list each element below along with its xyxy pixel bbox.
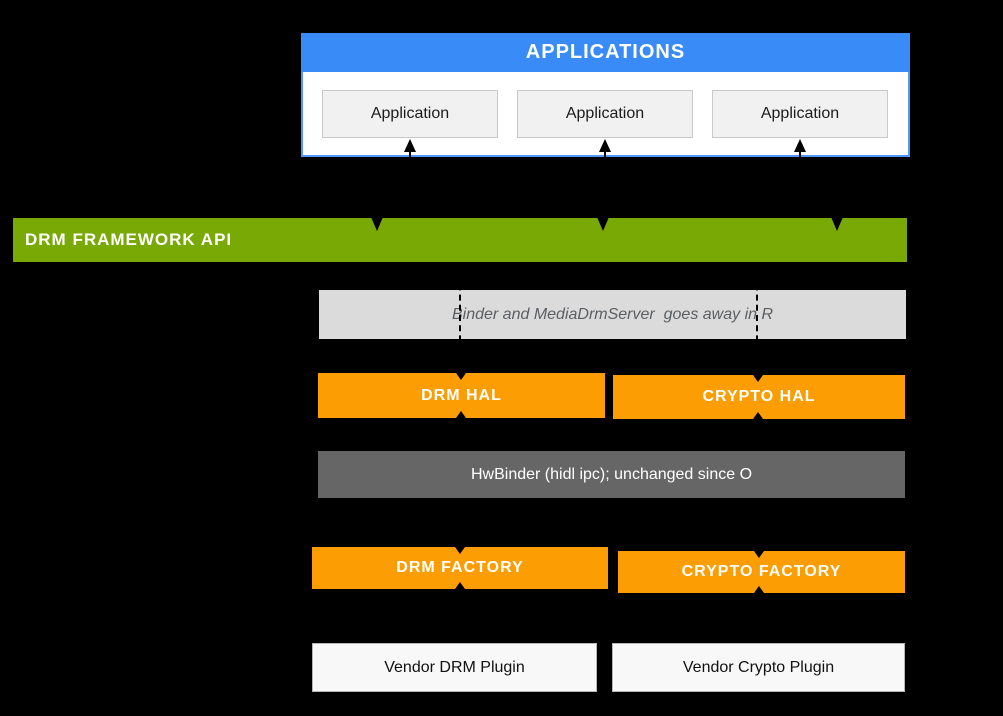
arrow-tip-into-drm-factory-bottom — [455, 582, 465, 589]
arrow-up-stem-1 — [409, 150, 411, 157]
crypto-factory-label: CRYPTO FACTORY — [681, 563, 842, 580]
binder-note-box: Binder and MediaDrmServer goes away in R — [319, 290, 906, 339]
drm-framework-api-label: DRM FRAMEWORK API — [25, 230, 233, 249]
crypto-hal-label: CRYPTO HAL — [702, 388, 816, 405]
arrow-tip-into-crypto-factory-bottom — [754, 586, 764, 593]
dashed-connector-right — [756, 264, 758, 372]
arrow-tip-into-crypto-hal-bottom — [753, 412, 763, 419]
arrow-up-stem-3 — [799, 150, 801, 157]
drm-framework-api-bar: DRM FRAMEWORK API — [13, 218, 907, 262]
vendor-drm-plugin-box: Vendor DRM Plugin — [312, 643, 597, 692]
crypto-hal-box: CRYPTO HAL — [613, 375, 905, 419]
arrow-down-to-framework-2 — [597, 217, 609, 231]
hwbinder-label: HwBinder (hidl ipc); unchanged since O — [470, 465, 753, 483]
arrow-tip-into-crypto-hal-top — [753, 375, 763, 382]
arrow-up-stem-2 — [604, 150, 606, 157]
hwbinder-box: HwBinder (hidl ipc); unchanged since O — [318, 451, 905, 498]
application-box-2: Application — [517, 90, 693, 138]
applications-header: APPLICATIONS — [301, 33, 910, 72]
vendor-drm-plugin-label: Vendor DRM Plugin — [384, 658, 525, 676]
application-box-3: Application — [712, 90, 888, 138]
binder-note-label: Binder and MediaDrmServer goes away in R — [451, 305, 774, 323]
arrow-tip-into-drm-hal-top — [456, 373, 466, 380]
arrow-down-to-framework-1 — [371, 217, 383, 231]
drm-hal-label: DRM HAL — [421, 386, 502, 404]
arrow-up-to-application-1 — [404, 139, 416, 152]
application-box-1: Application — [322, 90, 498, 138]
arrow-tip-into-drm-factory-top — [455, 547, 465, 554]
vendor-crypto-plugin-box: Vendor Crypto Plugin — [612, 643, 905, 692]
dashed-connector-left — [459, 264, 461, 372]
drm-hal-box: DRM HAL — [318, 373, 605, 418]
arrow-tip-into-crypto-factory-top — [754, 551, 764, 558]
drm-factory-label: DRM FACTORY — [396, 559, 524, 576]
arrow-tip-into-drm-hal-bottom — [456, 411, 466, 418]
vendor-crypto-plugin-label: Vendor Crypto Plugin — [682, 658, 835, 676]
arrow-up-to-application-2 — [599, 139, 611, 152]
arrow-down-to-framework-3 — [831, 217, 843, 231]
arrow-up-to-application-3 — [794, 139, 806, 152]
